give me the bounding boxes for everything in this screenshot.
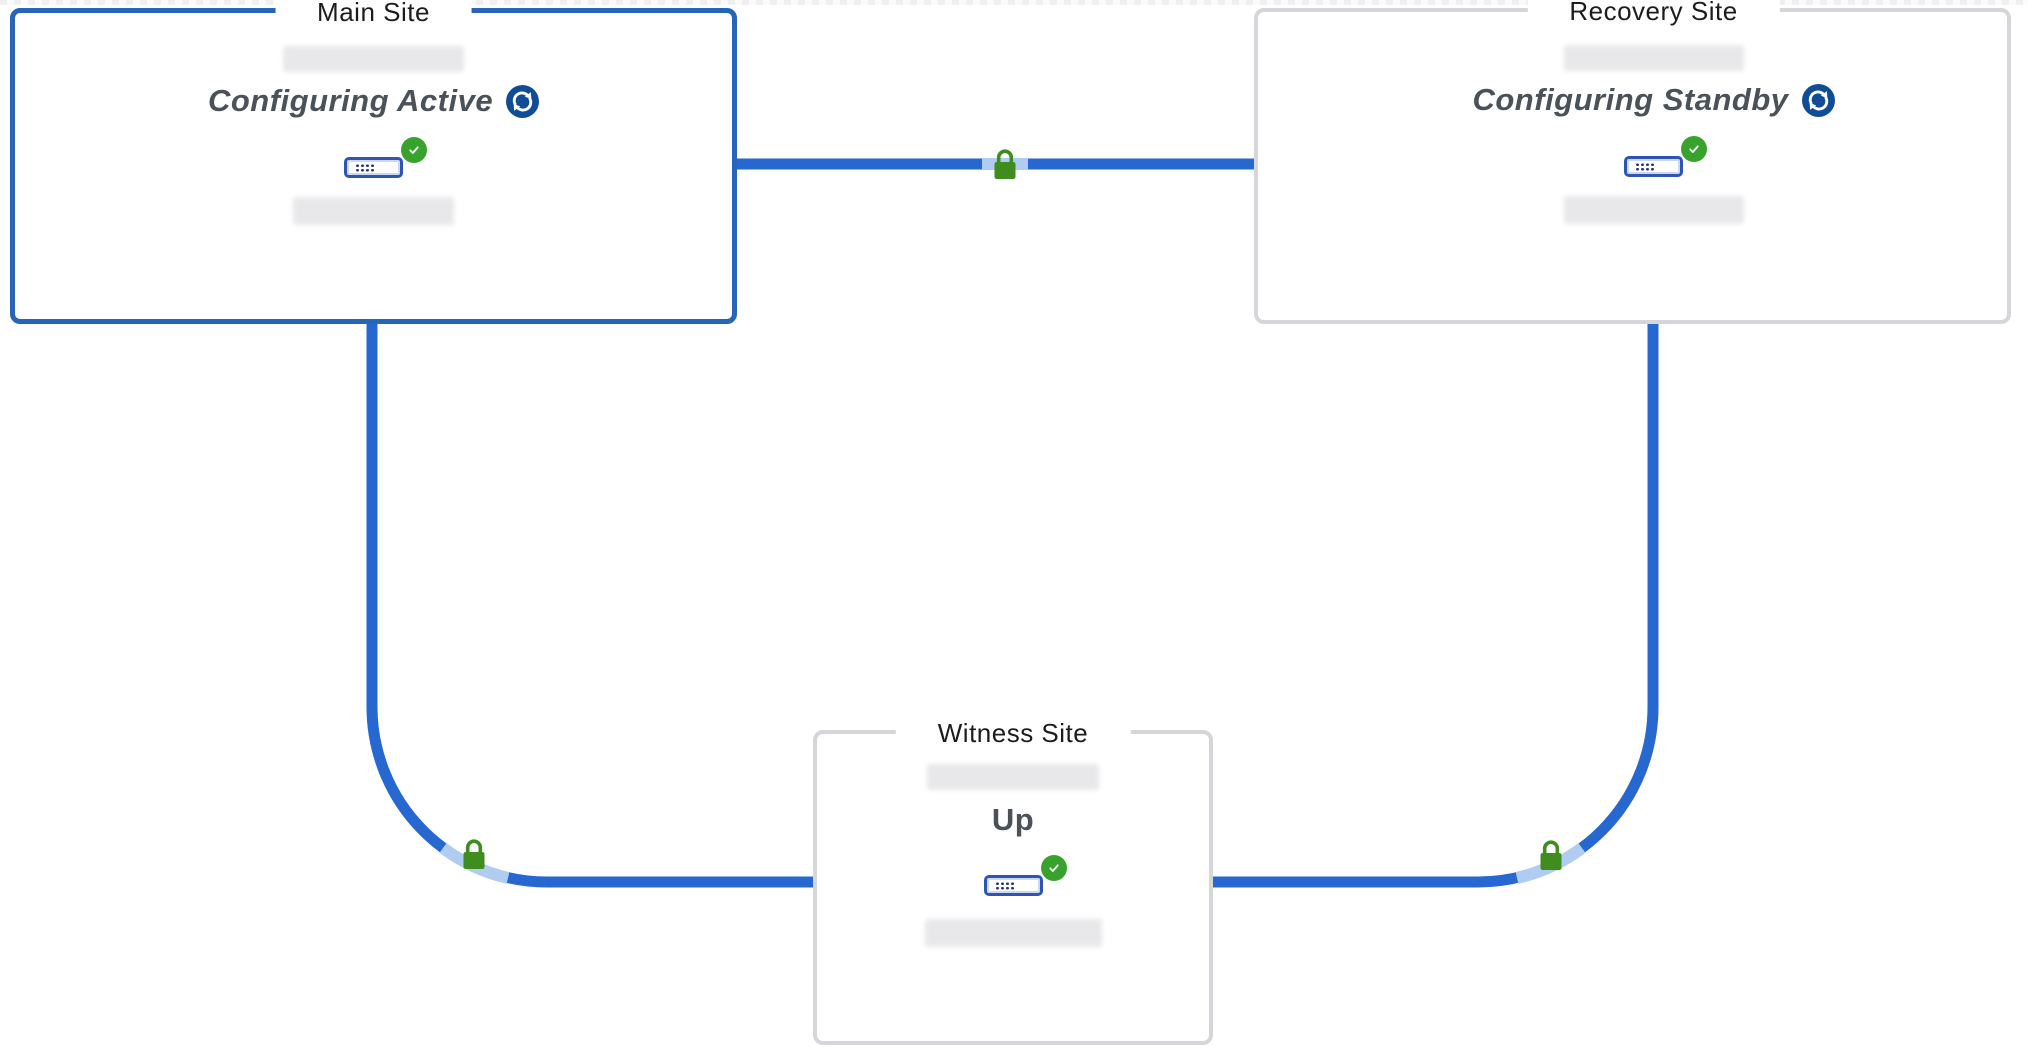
sync-icon-circle [506, 84, 540, 118]
sync-arrowhead-top [1820, 90, 1827, 98]
server-led-dots [994, 881, 1014, 890]
health-check-badge [1040, 855, 1067, 881]
server-icon [1624, 156, 1683, 177]
sync-icon [1801, 83, 1835, 117]
site-title: Main Site [275, 0, 472, 28]
top-edge-artifact [0, 0, 2028, 5]
check-icon [1048, 864, 1059, 872]
redacted-site-name [1563, 45, 1744, 71]
redacted-detail [293, 197, 454, 225]
server-status [983, 855, 1067, 896]
site-card-content: Configuring Standby [1374, 12, 1934, 224]
lock-icon [1540, 840, 1562, 870]
sync-arrow-bottom [515, 96, 533, 111]
server-led-dots [355, 163, 374, 172]
lock-shackle [465, 839, 483, 853]
check-icon [409, 146, 419, 154]
sync-arrow-top [1808, 90, 1825, 105]
server-icon [344, 157, 403, 178]
site-card-witness[interactable]: Witness Site Up [813, 718, 1213, 1045]
sync-arrow-bottom [1811, 95, 1828, 110]
lock-icon [994, 149, 1016, 179]
site-title: Recovery Site [1527, 0, 1780, 27]
redacted-detail [924, 919, 1102, 947]
lock-icon [463, 839, 485, 869]
lock-shackle [996, 149, 1014, 163]
site-status: Up [991, 802, 1035, 837]
link-recovery-witness [1196, 324, 1659, 888]
link-main-witness [366, 324, 830, 888]
redacted-site-name [927, 764, 1099, 790]
site-status: Configuring Active [207, 83, 494, 118]
lock-shackle [1542, 840, 1560, 854]
site-title: Witness Site [895, 718, 1131, 749]
health-check-badge [1681, 136, 1707, 162]
site-status-row: Up [992, 799, 1034, 839]
server-status [1624, 136, 1707, 177]
lock-body [463, 852, 485, 869]
sync-icon-circle [1801, 83, 1835, 117]
site-card-main[interactable]: Main Site Configuring Active [10, 0, 737, 324]
sync-arrowhead-bottom [513, 103, 521, 111]
sync-icon [506, 84, 540, 118]
site-status: Configuring Standby [1472, 82, 1789, 117]
sync-arrowhead-top [524, 91, 532, 99]
site-card-content: Up [823, 734, 1203, 947]
site-card-recovery[interactable]: Recovery Site Configuring Standby [1254, 0, 2011, 324]
lock-body [994, 162, 1016, 179]
lock-body [1540, 853, 1562, 870]
redacted-site-name [283, 46, 464, 72]
site-status-row: Configuring Active [207, 81, 540, 121]
server-status [344, 137, 427, 178]
redacted-detail [1563, 196, 1744, 224]
check-icon [1689, 145, 1699, 153]
health-check-badge [401, 137, 427, 163]
sync-arrowhead-bottom [1809, 102, 1816, 110]
sync-arrow-top [512, 91, 530, 106]
site-status-row: Configuring Standby [1472, 80, 1835, 120]
server-led-dots [1635, 162, 1654, 171]
site-card-content: Configuring Active [94, 13, 654, 225]
server-icon [983, 875, 1043, 896]
